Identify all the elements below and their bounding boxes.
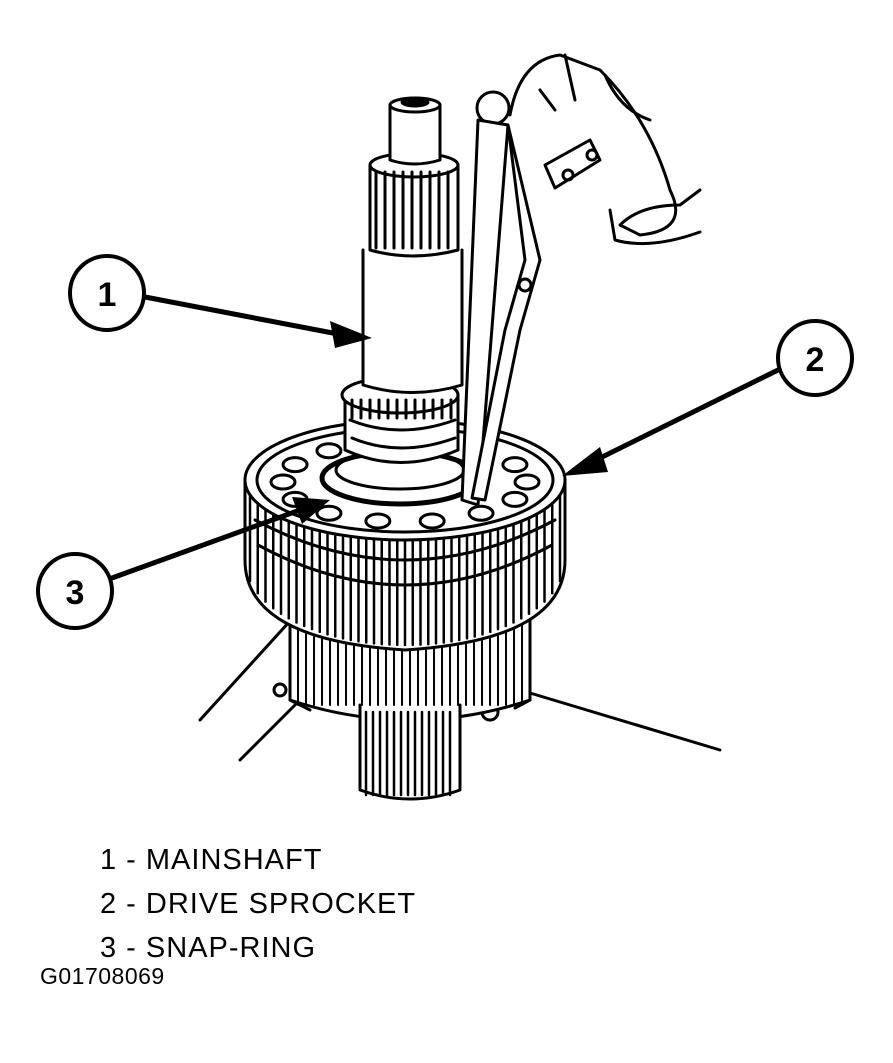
mainshaft-splines bbox=[374, 170, 450, 250]
bearing-rollers bbox=[350, 398, 453, 420]
lower-hub-splines bbox=[297, 624, 523, 797]
sprocket-teeth bbox=[248, 493, 562, 647]
callout-2-number: 2 bbox=[806, 341, 825, 379]
hand bbox=[508, 53, 702, 246]
figure-id: G01708069 bbox=[40, 963, 165, 989]
mainshaft-part bbox=[361, 96, 464, 394]
legend-item-drive-sprocket: 2 - DRIVE SPROCKET bbox=[100, 888, 417, 920]
legend: 1 - MAINSHAFT 2 - DRIVE SPROCKET 3 - SNA… bbox=[100, 838, 416, 970]
callout-3: 3 bbox=[36, 497, 330, 630]
legend-item-mainshaft: 1 - MAINSHAFT bbox=[100, 844, 323, 876]
callout-1: 1 bbox=[68, 254, 372, 348]
callout-2: 2 bbox=[562, 319, 854, 476]
callout-3-number: 3 bbox=[66, 574, 85, 612]
callout-1-number: 1 bbox=[98, 276, 117, 314]
legend-item-snap-ring: 3 - SNAP-RING bbox=[100, 932, 317, 964]
snap-ring-pliers bbox=[460, 90, 602, 507]
mainshaft-diagram: 1 2 3 bbox=[36, 53, 854, 801]
